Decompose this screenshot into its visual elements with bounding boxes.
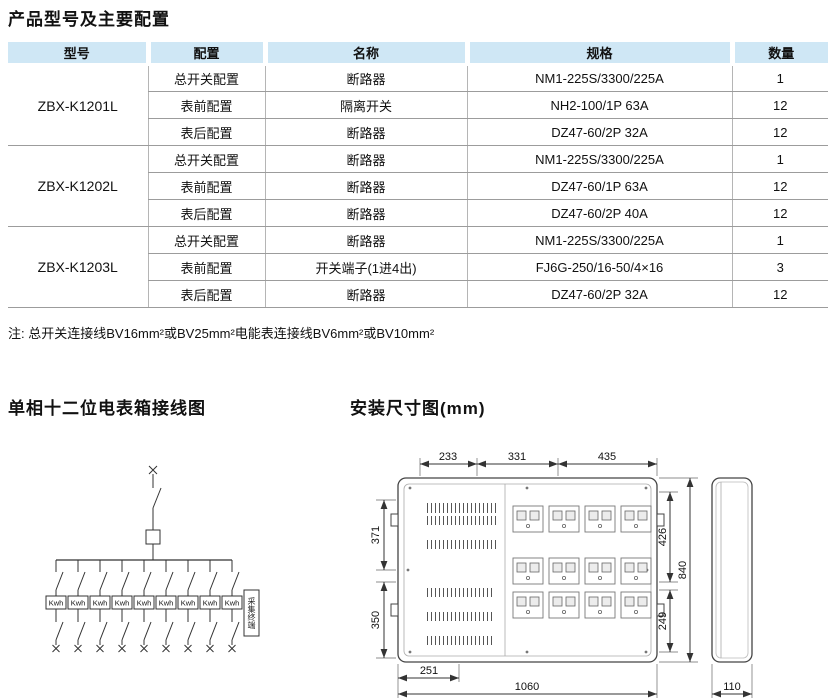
terminal-box (243, 589, 260, 637)
main-switch-symbol (145, 465, 162, 560)
spec-cell: DZ47-60/1P 63A (466, 172, 732, 200)
name-cell: 断路器 (264, 64, 467, 92)
qty-cell: 12 (731, 172, 828, 200)
terminal-box-label: 采集终端 (247, 597, 256, 629)
config-cell: 表后配置 (147, 280, 265, 308)
model-cell: ZBX-K1203L (8, 226, 148, 308)
dimension-labels: 233 331 435 371 350 426 840 249 251 1060… (370, 451, 741, 693)
qty-cell: 1 (731, 64, 828, 92)
config-cell: 表后配置 (147, 118, 265, 146)
config-cell: 表前配置 (147, 172, 265, 200)
qty-cell: 12 (731, 91, 828, 119)
qty-cell: 12 (731, 199, 828, 227)
config-cell: 总开关配置 (147, 64, 265, 92)
header-spec: 规格 (464, 42, 732, 66)
meter-branch (45, 559, 67, 653)
meter-branch (67, 559, 89, 653)
config-cell: 总开关配置 (147, 226, 265, 254)
dim-left-1: 371 (370, 526, 382, 544)
qty-cell: 3 (731, 253, 828, 281)
dimension-section-title: 安装尺寸图(mm) (350, 399, 486, 418)
spec-cell: DZ47-60/2P 32A (466, 118, 732, 146)
name-cell: 断路器 (264, 226, 467, 254)
meter-branch (177, 559, 199, 653)
dim-top-1: 233 (439, 451, 457, 463)
meter-branch (199, 559, 221, 653)
dim-right-3: 249 (657, 612, 669, 630)
table-row: 表前配置 开关端子(1进4出) FJ6G-250/16-50/4×16 3 (8, 253, 828, 281)
dim-left-2: 350 (370, 611, 382, 629)
table-header-row: 型号 配置 名称 规格 数量 (8, 42, 828, 66)
side-view (711, 477, 753, 663)
meter-branch (155, 559, 177, 653)
model-cell: ZBX-K1201L (8, 64, 148, 146)
config-cell: 表后配置 (147, 199, 265, 227)
name-cell: 断路器 (264, 172, 467, 200)
model-cell: ZBX-K1202L (8, 145, 148, 227)
page-title: 产品型号及主要配置 (8, 10, 170, 29)
meter-branch (133, 559, 155, 653)
name-cell: 断路器 (264, 145, 467, 173)
spec-cell: NM1-225S/3300/225A (466, 64, 732, 92)
front-view (390, 477, 665, 663)
dim-top-3: 435 (598, 451, 616, 463)
table-row: 表前配置 隔离开关 NH2-100/1P 63A 12 (8, 91, 828, 119)
wiring-section-title: 单相十二位电表箱接线图 (8, 399, 206, 418)
table-note: 注: 总开关连接线BV16mm²或BV25mm²电能表连接线BV6mm²或BV1… (8, 326, 435, 341)
dim-top-2: 331 (508, 451, 526, 463)
qty-cell: 1 (731, 145, 828, 173)
spec-cell: FJ6G-250/16-50/4×16 (466, 253, 732, 281)
header-name: 名称 (262, 42, 467, 66)
table-row: ZBX-K1203L 总开关配置 断路器 NM1-225S/3300/225A … (8, 226, 828, 308)
config-cell: 表前配置 (147, 253, 265, 281)
name-cell: 断路器 (264, 199, 467, 227)
dim-right-2: 840 (677, 561, 689, 579)
table-row: 表后配置 断路器 DZ47-60/2P 40A 12 (8, 199, 828, 227)
dim-bottom-1: 251 (420, 665, 438, 677)
qty-cell: 1 (731, 226, 828, 254)
config-cell: 总开关配置 (147, 145, 265, 173)
product-spec-table: 型号 配置 名称 规格 数量 ZBX-K1201L 总开关配置 断路器 NM1-… (8, 42, 828, 308)
dim-side-1: 110 (723, 681, 741, 693)
spec-cell: DZ47-60/2P 32A (466, 280, 732, 308)
wiring-diagram: Kwh (45, 465, 260, 653)
breaker-rails (426, 502, 498, 647)
table-row: 表后配置 断路器 DZ47-60/2P 32A 12 (8, 118, 828, 146)
table-row: 表后配置 断路器 DZ47-60/2P 32A 12 (8, 280, 828, 308)
spec-cell: DZ47-60/2P 40A (466, 199, 732, 227)
spec-cell: NH2-100/1P 63A (466, 91, 732, 119)
header-config: 配置 (145, 42, 265, 66)
header-model: 型号 (8, 42, 148, 66)
spec-cell: NM1-225S/3300/225A (466, 145, 732, 173)
dimension-diagram: 233 331 435 371 350 426 840 249 251 1060… (370, 451, 753, 698)
meter-branch (111, 559, 133, 653)
config-cell: 表前配置 (147, 91, 265, 119)
meter-branch (221, 559, 243, 653)
dim-bottom-2: 1060 (515, 681, 539, 693)
name-cell: 开关端子(1进4出) (264, 253, 467, 281)
meter-branch (89, 559, 111, 653)
table-row: ZBX-K1202L 总开关配置 断路器 NM1-225S/3300/225A … (8, 145, 828, 227)
dim-right-1: 426 (657, 528, 669, 546)
qty-cell: 12 (731, 280, 828, 308)
spec-cell: NM1-225S/3300/225A (466, 226, 732, 254)
header-qty: 数量 (729, 42, 828, 66)
name-cell: 断路器 (264, 118, 467, 146)
table-row: 表前配置 断路器 DZ47-60/1P 63A 12 (8, 172, 828, 200)
name-cell: 断路器 (264, 280, 467, 308)
qty-cell: 12 (731, 118, 828, 146)
name-cell: 隔离开关 (264, 91, 467, 119)
dimension-lines (380, 460, 752, 698)
table-row: ZBX-K1201L 总开关配置 断路器 NM1-225S/3300/225A … (8, 64, 828, 146)
